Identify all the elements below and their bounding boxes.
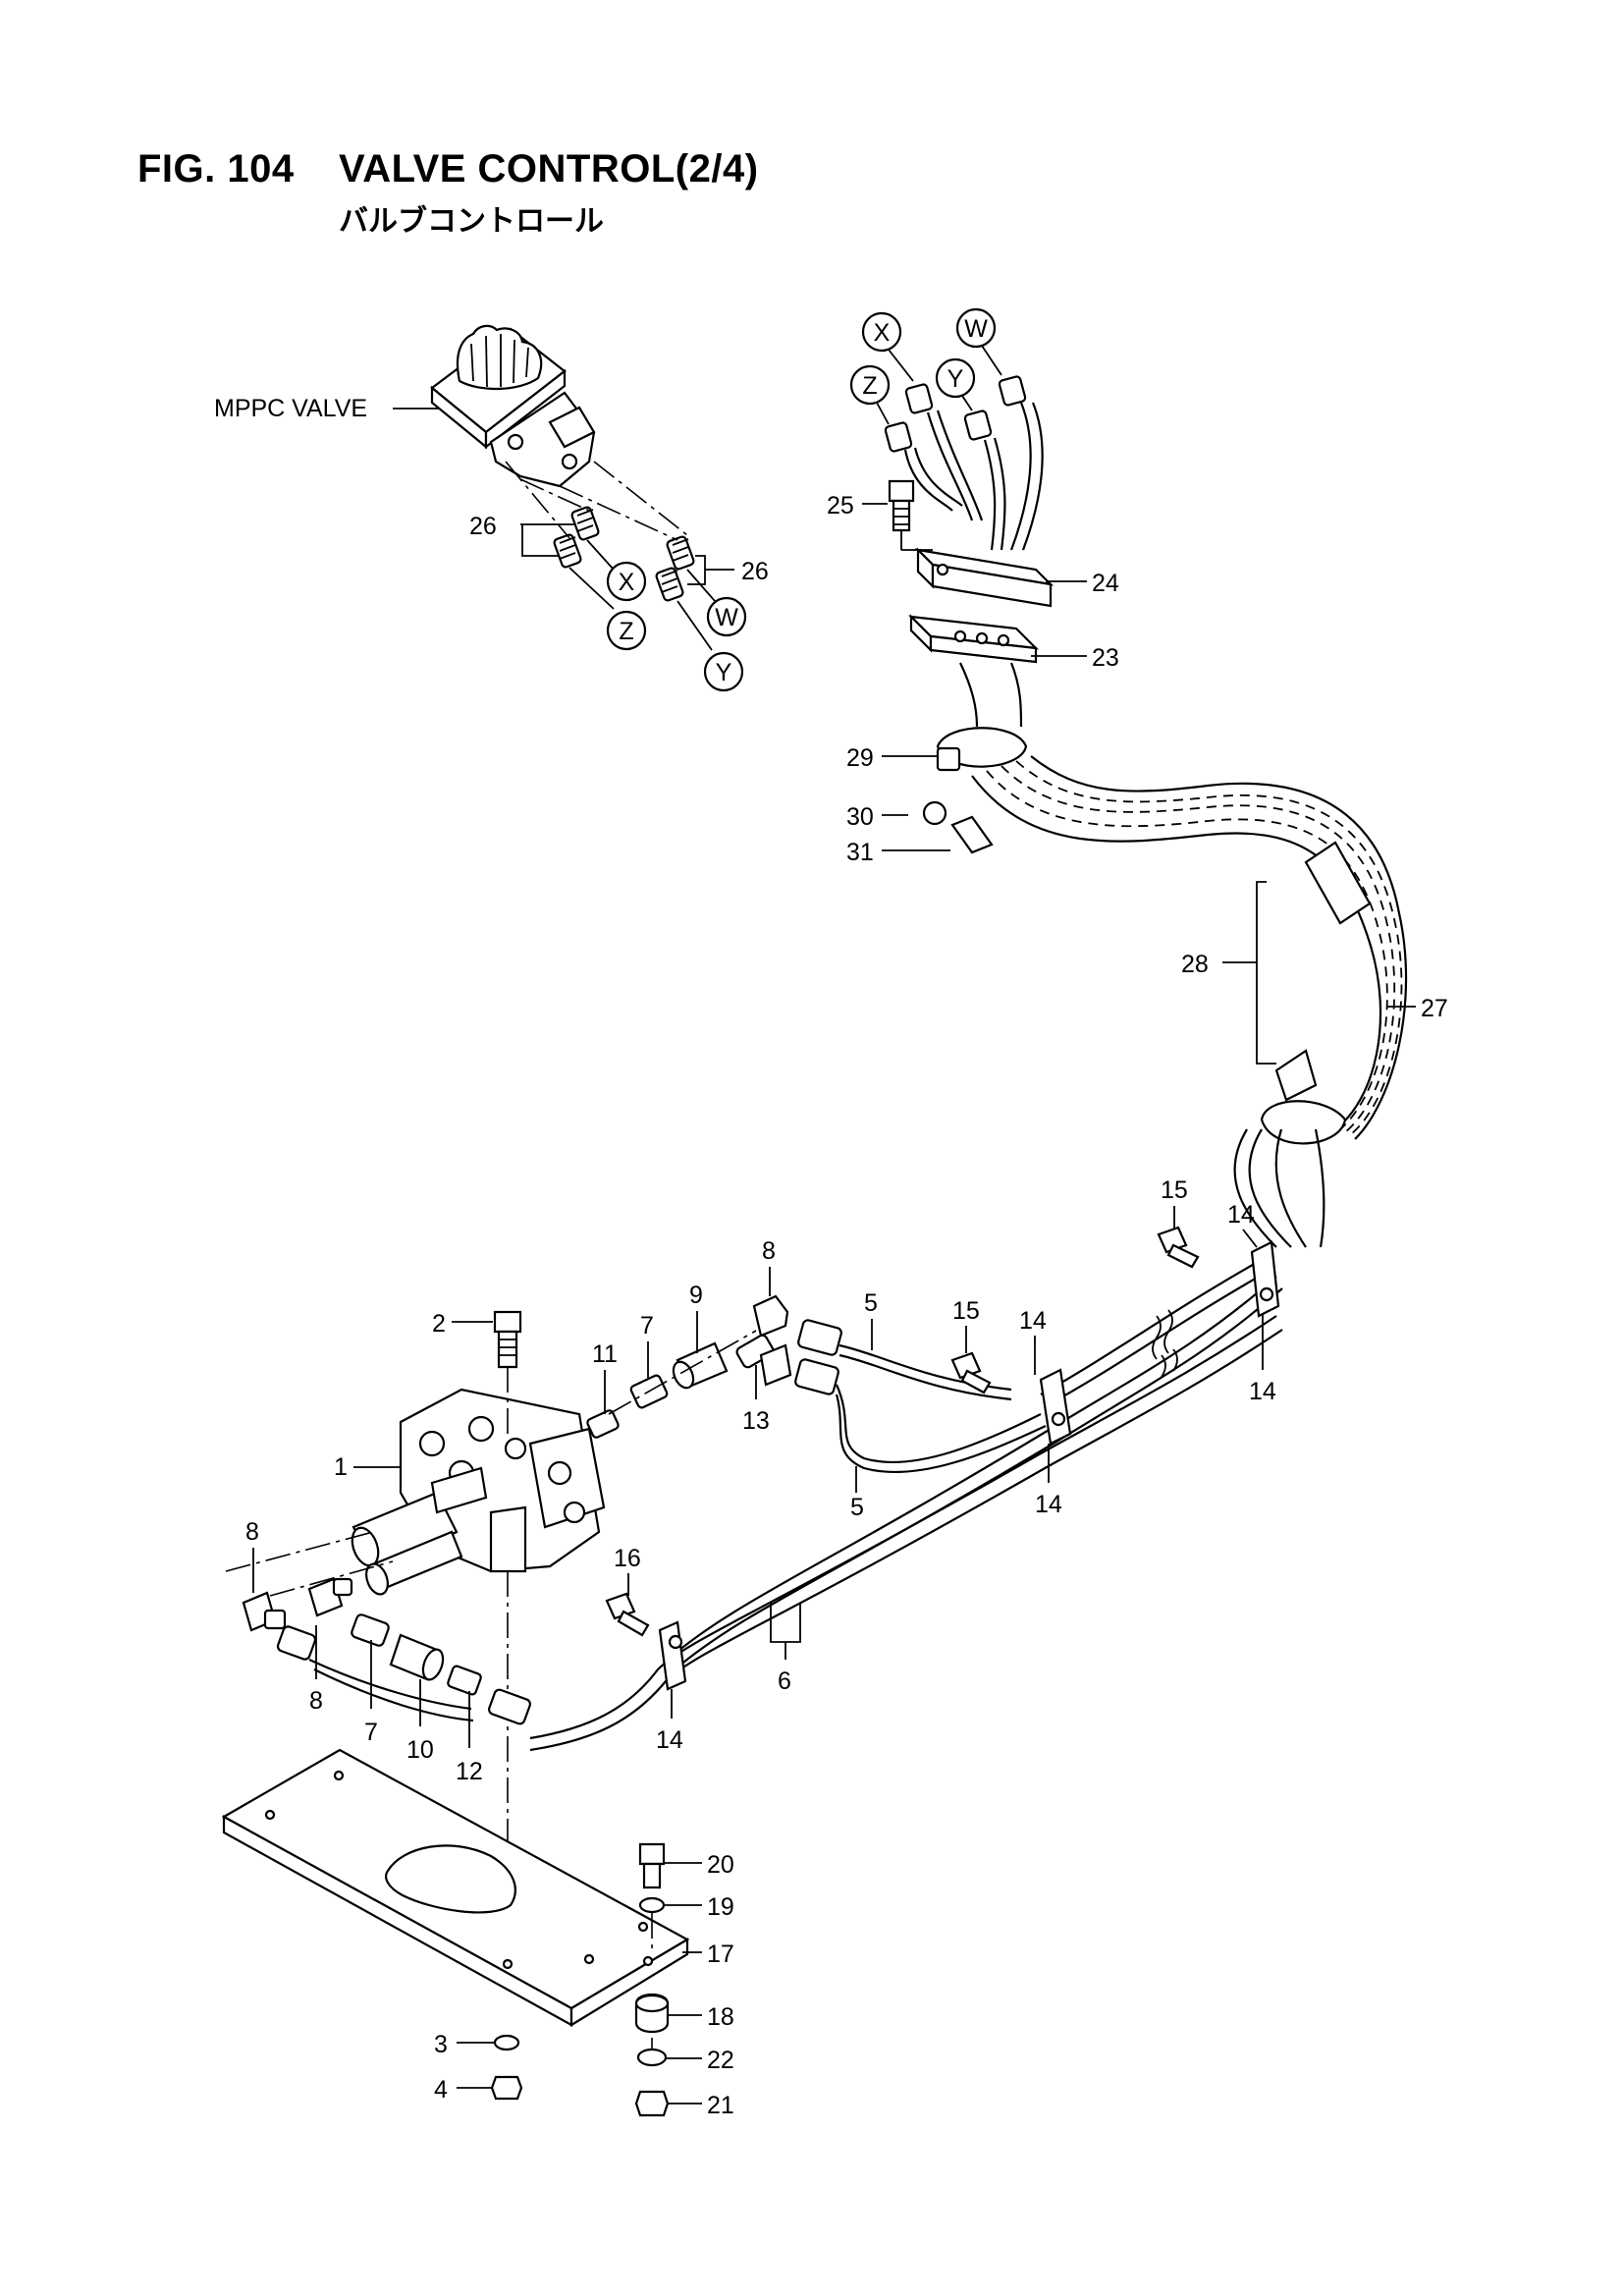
callout-5-lower: 5 bbox=[850, 1494, 864, 1521]
callout-24: 24 bbox=[1092, 570, 1119, 597]
mount-stack-drawing bbox=[490, 1842, 670, 2117]
port-y-hose: Y bbox=[947, 365, 964, 393]
port-w-mppc: W bbox=[715, 604, 738, 631]
callout-1: 1 bbox=[334, 1453, 348, 1481]
figure-name: VALVE CONTROL(2/4) bbox=[339, 147, 759, 191]
lower-fittings-drawing bbox=[225, 1531, 531, 1725]
figure-title: FIG. 104 VALVE CONTROL(2/4) bbox=[137, 147, 759, 191]
callout-26-right: 26 bbox=[741, 558, 769, 585]
callout-5-upper: 5 bbox=[864, 1289, 878, 1317]
callout-31: 31 bbox=[846, 839, 874, 866]
mppc-valve-label: MPPC VALVE bbox=[214, 395, 367, 422]
callout-21: 21 bbox=[707, 2092, 734, 2119]
bolts-15-16-drawing bbox=[605, 1226, 1200, 1637]
callout-14-upper: 14 bbox=[1227, 1201, 1255, 1229]
callout-14-middle-bottom: 14 bbox=[1035, 1491, 1062, 1518]
callout-30: 30 bbox=[846, 803, 874, 831]
callout-23: 23 bbox=[1092, 644, 1119, 672]
port-x-mppc: X bbox=[619, 569, 635, 596]
port-z-mppc: Z bbox=[619, 618, 633, 645]
callout-18: 18 bbox=[707, 2003, 734, 2031]
hose-bundle-drawing: X W Z Y bbox=[849, 307, 1408, 1248]
callout-22: 22 bbox=[707, 2047, 734, 2074]
mppc-valve-drawing bbox=[430, 324, 716, 651]
hose-5-drawing bbox=[794, 1319, 1047, 1474]
figure-number: FIG. 104 bbox=[137, 147, 295, 191]
callout-8-upper: 8 bbox=[762, 1237, 776, 1265]
callout-8-left: 8 bbox=[245, 1518, 259, 1546]
callout-11: 11 bbox=[592, 1340, 618, 1368]
callout-7-upper: 7 bbox=[640, 1312, 654, 1339]
callout-12: 12 bbox=[456, 1758, 483, 1785]
callout-2: 2 bbox=[432, 1310, 446, 1338]
callout-3: 3 bbox=[434, 2031, 448, 2058]
control-valve-drawing bbox=[351, 1388, 606, 1596]
callout-4: 4 bbox=[434, 2076, 448, 2104]
callout-27: 27 bbox=[1421, 995, 1448, 1022]
callout-17: 17 bbox=[707, 1941, 734, 1968]
port-z-hose: Z bbox=[862, 372, 877, 400]
callout-8-lower: 8 bbox=[309, 1687, 323, 1715]
port-y-mppc: Y bbox=[716, 659, 732, 686]
mounting-plate-drawing bbox=[221, 1748, 690, 2027]
callout-26-left: 26 bbox=[469, 513, 497, 540]
callout-14-right: 14 bbox=[1249, 1378, 1276, 1405]
callout-20: 20 bbox=[707, 1851, 734, 1879]
callout-15-upper: 15 bbox=[1161, 1176, 1188, 1204]
callout-14-middle-top: 14 bbox=[1019, 1307, 1047, 1335]
port-x-hose: X bbox=[874, 319, 891, 347]
callout-16: 16 bbox=[614, 1545, 641, 1572]
upper-fittings-drawing bbox=[586, 1294, 792, 1439]
callout-29: 29 bbox=[846, 744, 874, 772]
callout-7-lower: 7 bbox=[364, 1719, 378, 1746]
callout-25: 25 bbox=[827, 492, 854, 519]
callout-13: 13 bbox=[742, 1407, 770, 1435]
callout-15-middle: 15 bbox=[952, 1297, 980, 1325]
callout-19: 19 bbox=[707, 1893, 734, 1921]
figure-subtitle: バルブコントロール bbox=[339, 205, 604, 238]
port-circles-mppc: X Z W Y bbox=[606, 561, 747, 692]
callout-6: 6 bbox=[778, 1667, 791, 1695]
callout-14-lower: 14 bbox=[656, 1726, 683, 1754]
port-w-hose: W bbox=[964, 315, 988, 343]
callout-10: 10 bbox=[406, 1736, 434, 1764]
callout-28: 28 bbox=[1181, 951, 1209, 978]
callout-9: 9 bbox=[689, 1282, 703, 1309]
